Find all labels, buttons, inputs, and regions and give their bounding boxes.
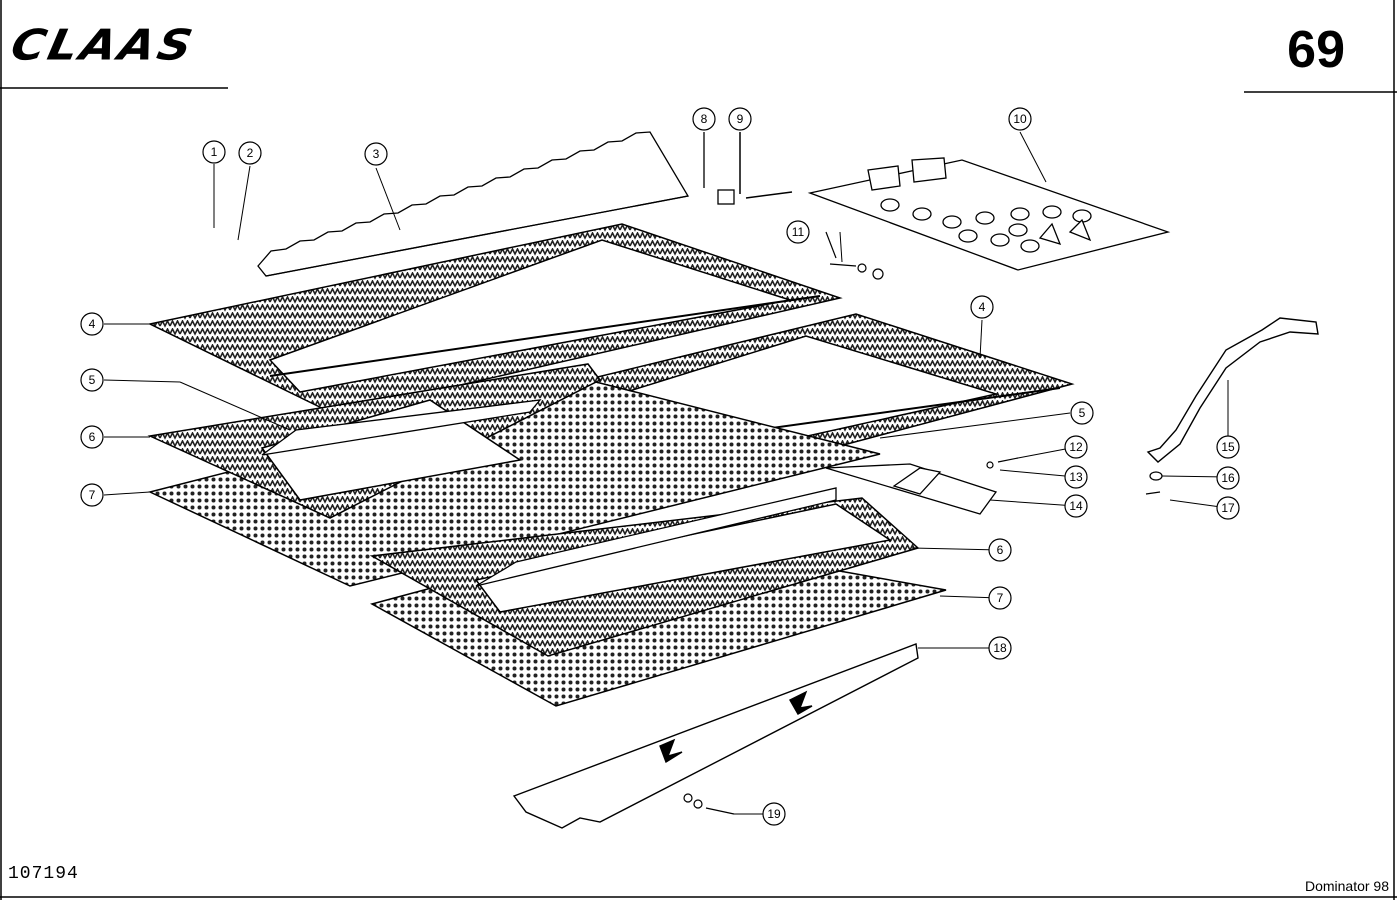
svg-text:4: 4 (979, 300, 986, 314)
svg-text:12: 12 (1069, 440, 1083, 454)
callout-1: 1 (202, 140, 226, 164)
part-14-bracket (892, 467, 942, 495)
callouts: 1 2 3 4 4 5 5 6 6 7 7 8 9 10 11 12 13 14… (80, 107, 1240, 826)
page-number: 69 (1287, 21, 1345, 79)
callout-7-right: 7 (988, 586, 1012, 610)
svg-text:3: 3 (373, 147, 380, 161)
part-5-strip-left (261, 399, 542, 456)
part-11-fasteners (825, 231, 884, 280)
callout-18: 18 (988, 636, 1012, 660)
callout-4-right: 4 (970, 295, 994, 319)
callout-19: 19 (762, 802, 786, 826)
callout-16: 16 (1216, 466, 1240, 490)
part-3-toothed-strip (257, 131, 690, 277)
svg-text:13: 13 (1069, 470, 1083, 484)
callout-6-right: 6 (988, 538, 1012, 562)
svg-text:18: 18 (993, 641, 1007, 655)
svg-text:17: 17 (1221, 501, 1235, 515)
machine-model: Dominator 98 (1304, 878, 1389, 894)
svg-text:6: 6 (997, 543, 1004, 557)
svg-text:7: 7 (89, 488, 96, 502)
callout-17: 17 (1216, 496, 1240, 520)
svg-text:4: 4 (89, 317, 96, 331)
svg-text:1: 1 (211, 145, 218, 159)
part-19-bolt (683, 793, 735, 815)
callout-14: 14 (1064, 494, 1088, 518)
callout-9: 9 (728, 107, 752, 131)
svg-text:16: 16 (1221, 471, 1235, 485)
callout-3: 3 (364, 142, 388, 166)
svg-text:2: 2 (247, 146, 254, 160)
part-16-17-fasteners (1145, 471, 1163, 495)
callout-5-left: 5 (80, 368, 104, 392)
part-4-sieve-upper-left (147, 223, 843, 415)
callout-12: 12 (1064, 435, 1088, 459)
part-15-lever (1146, 317, 1319, 463)
leader-lines (103, 131, 1229, 815)
svg-text:8: 8 (701, 112, 708, 126)
svg-text:10: 10 (1013, 112, 1027, 126)
callout-10: 10 (1008, 107, 1032, 131)
document-code: 107194 (8, 864, 79, 884)
svg-text:15: 15 (1221, 440, 1235, 454)
part-6-sieve-left (147, 363, 602, 519)
svg-text:11: 11 (792, 225, 805, 239)
svg-text:5: 5 (1079, 406, 1086, 420)
callout-13: 13 (1064, 465, 1088, 489)
callout-5-right: 5 (1070, 401, 1094, 425)
part-9-pin (739, 132, 793, 199)
svg-text:5: 5 (89, 373, 96, 387)
part-12-13-fasteners (986, 457, 1019, 469)
callout-6-left: 6 (80, 425, 104, 449)
svg-text:19: 19 (767, 807, 781, 821)
callout-7-left: 7 (80, 483, 104, 507)
callout-8: 8 (692, 107, 716, 131)
part-8-pin (703, 132, 735, 205)
part-10-finger-grate (807, 157, 1171, 271)
svg-text:7: 7 (997, 591, 1004, 605)
svg-text:6: 6 (89, 430, 96, 444)
callout-15: 15 (1216, 435, 1240, 459)
svg-text:9: 9 (737, 112, 744, 126)
svg-text:14: 14 (1069, 499, 1083, 513)
callout-4-left: 4 (80, 312, 104, 336)
callout-11: 11 (786, 220, 810, 244)
callout-2: 2 (238, 141, 262, 165)
part-18-bracket-strip (512, 643, 919, 829)
